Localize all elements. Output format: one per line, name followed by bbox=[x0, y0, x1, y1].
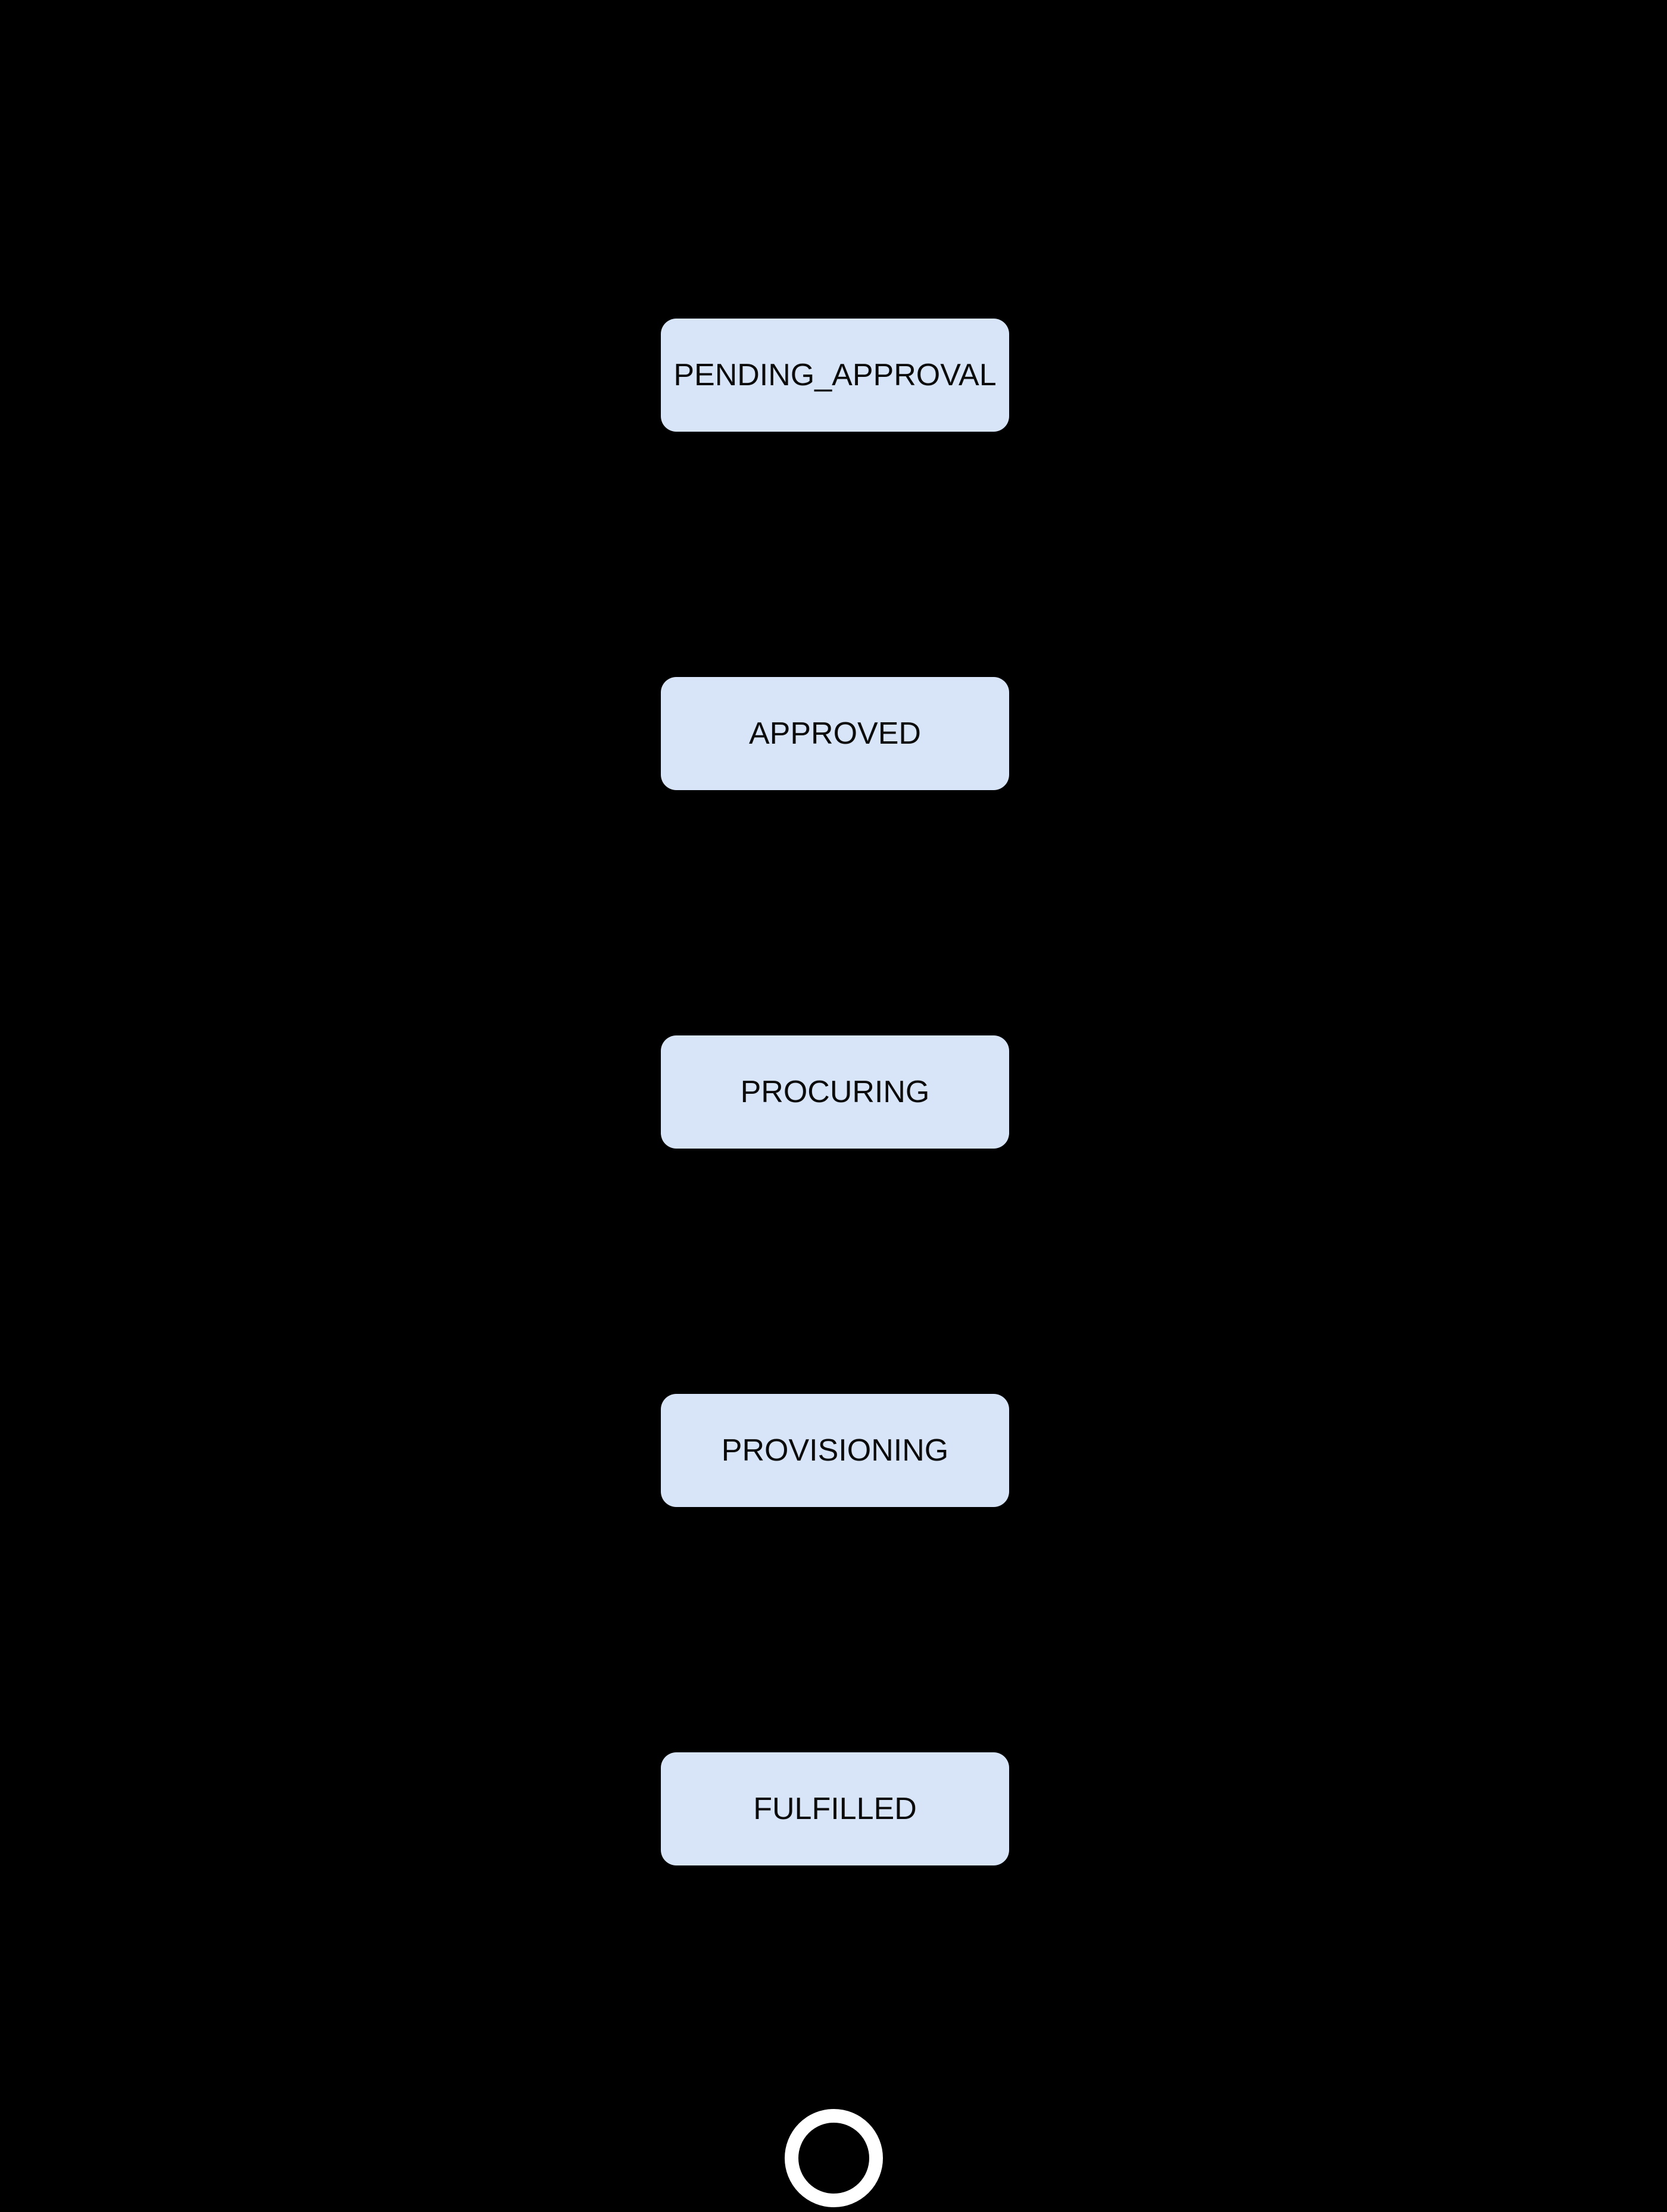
state-label: PENDING_APPROVAL bbox=[673, 358, 997, 392]
state-node-fulfilled: FULFILLED bbox=[661, 1752, 1009, 1865]
state-label: PROCURING bbox=[740, 1075, 930, 1109]
state-label: PROVISIONING bbox=[721, 1433, 949, 1468]
state-label: FULFILLED bbox=[753, 1792, 917, 1826]
state-node-pending-approval: PENDING_APPROVAL bbox=[661, 319, 1009, 432]
state-node-provisioning: PROVISIONING bbox=[661, 1394, 1009, 1507]
state-node-procuring: PROCURING bbox=[661, 1035, 1009, 1149]
state-node-approved: APPROVED bbox=[661, 677, 1009, 790]
final-state-icon bbox=[785, 2109, 883, 2207]
state-label: APPROVED bbox=[749, 716, 921, 751]
